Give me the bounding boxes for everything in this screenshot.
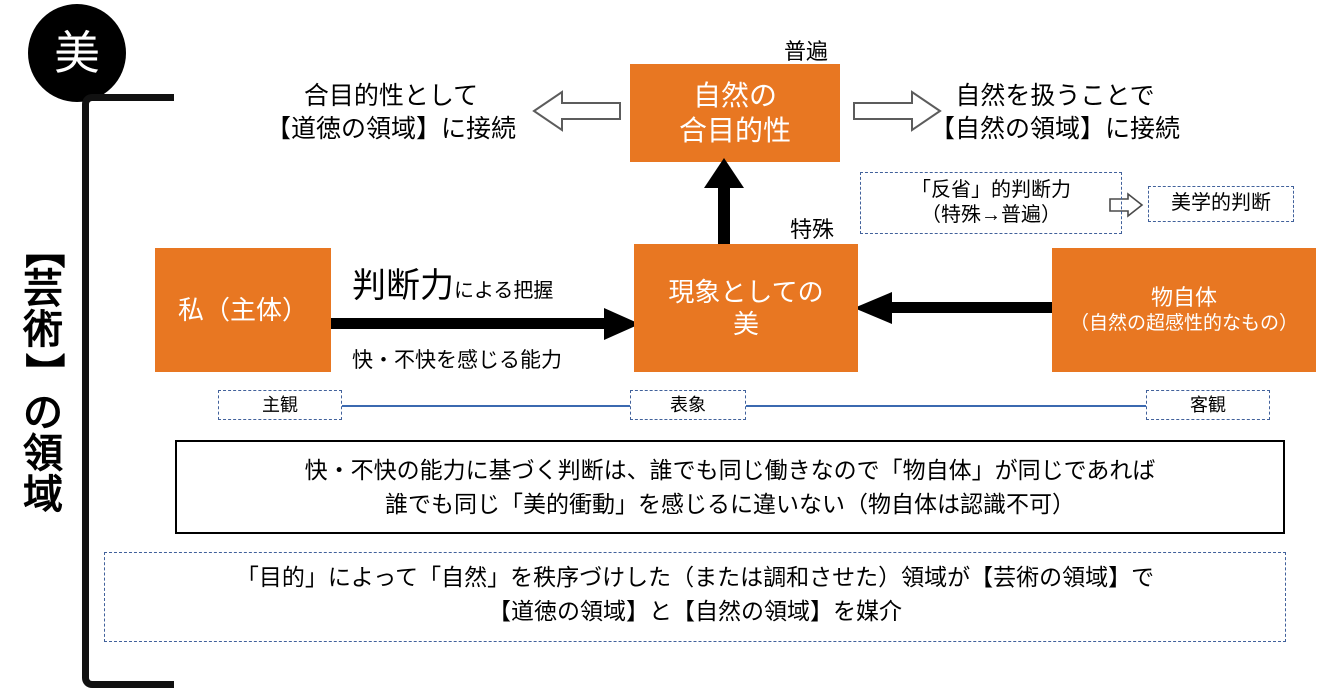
domain-label-char-6: 域 <box>23 473 63 518</box>
particular-label: 特殊 <box>790 217 835 242</box>
chip-subjective-label: 主観 <box>262 394 298 415</box>
box-thing-in-itself-line2: （自然の超感性的なもの） <box>1069 312 1298 334</box>
connector-subjective-representation <box>342 405 630 407</box>
box-self-subject-label: 私（主体） <box>177 294 308 325</box>
chip-objective[interactable]: 客観 <box>1146 390 1270 420</box>
domain-label-char-2: 術 <box>23 308 63 353</box>
note-box: 快・不快の能力に基づく判断は、誰でも同じ働きなので「物自体」が同じであれば 誰で… <box>175 440 1285 534</box>
solid-arrow-up-icon <box>704 158 744 250</box>
hollow-arrow-small-right-icon <box>1109 192 1144 218</box>
chip-objective-label: 客観 <box>1190 394 1226 415</box>
left-connection-text: 合目的性として 【道徳の領域】に接続 <box>266 80 516 146</box>
feeling-capacity-label: 快・不快を感じる能力 <box>352 349 562 372</box>
reflective-judgment-line1: 「反省」的判断力 <box>911 178 1071 201</box>
judgment-power-label: 判断力による把握 <box>352 258 553 307</box>
note-box-line2: 誰でも同じ「美的衝動」を感じるに違いない（物自体は認識不可） <box>385 491 1075 517</box>
note-box-line1: 快・不快の能力に基づく判断は、誰でも同じ働きなので「物自体」が同じであれば <box>304 456 1156 483</box>
aesthetic-judgment-label: 美学的判断 <box>1171 192 1271 215</box>
solid-arrow-right-icon <box>322 308 640 340</box>
right-connection-line2: 【自然の領域】に接続 <box>930 115 1181 143</box>
reflective-judgment-line2: （特殊→普遍） <box>921 204 1061 226</box>
box-beauty-line2: 美 <box>732 309 759 339</box>
art-domain-bracket <box>82 94 174 688</box>
right-connection-line1: 自然を扱うことで <box>955 82 1155 110</box>
dashed-box-aesthetic-judgment[interactable]: 美学的判断 <box>1148 186 1294 222</box>
universal-label: 普遍 <box>784 39 829 64</box>
hollow-arrow-right-icon <box>853 90 942 132</box>
summary-box-line2: 【道徳の領域】と【自然の領域】を媒介 <box>487 598 902 624</box>
beauty-badge: 美 <box>28 4 126 102</box>
chip-subjective[interactable]: 主観 <box>218 390 342 420</box>
solid-arrow-left-icon <box>854 292 1058 324</box>
box-thing-in-itself-line1: 物自体 <box>1150 285 1217 311</box>
summary-box: 「目的」によって「自然」を秩序づけした（または調和させた）領域が【芸術の領域】で… <box>104 552 1286 642</box>
domain-label-char-5: 領 <box>23 431 63 476</box>
summary-box-line1: 「目的」によって「自然」を秩序づけした（または調和させた）領域が【芸術の領域】で <box>235 563 1155 590</box>
beauty-badge-label: 美 <box>54 27 100 79</box>
domain-label-char-3: 】 <box>21 352 66 393</box>
box-purposiveness-line2: 合目的性 <box>678 115 791 146</box>
left-connection-line2: 【道徳の領域】に接続 <box>266 115 517 143</box>
domain-label-char-1: 芸 <box>23 267 63 312</box>
chip-representation-label: 表象 <box>670 394 706 415</box>
box-beauty-line1: 現象としての <box>668 276 824 307</box>
chip-representation[interactable]: 表象 <box>630 390 746 420</box>
box-thing-in-itself[interactable]: 物自体 （自然の超感性的なもの） <box>1052 248 1316 372</box>
box-self-subject[interactable]: 私（主体） <box>155 248 331 372</box>
box-purposiveness-of-nature[interactable]: 自然の 合目的性 <box>630 64 840 162</box>
judgment-power-big: 判断力 <box>352 267 454 305</box>
dashed-box-reflective-judgment[interactable]: 「反省」的判断力 （特殊→普遍） <box>860 172 1122 234</box>
left-connection-line1: 合目的性として <box>303 82 479 110</box>
art-domain-label: 【 芸 術 】 の 領 域 <box>6 228 80 516</box>
domain-label-char-0: 【 <box>21 228 66 269</box>
box-beauty-as-phenomenon[interactable]: 現象としての 美 <box>634 244 858 372</box>
judgment-power-small: による把握 <box>454 280 554 302</box>
hollow-arrow-left-icon <box>532 90 621 132</box>
connector-representation-objective <box>746 405 1146 407</box>
domain-label-char-4: の <box>23 390 63 435</box>
right-connection-text: 自然を扱うことで 【自然の領域】に接続 <box>930 80 1180 146</box>
box-purposiveness-line1: 自然の <box>692 80 777 111</box>
